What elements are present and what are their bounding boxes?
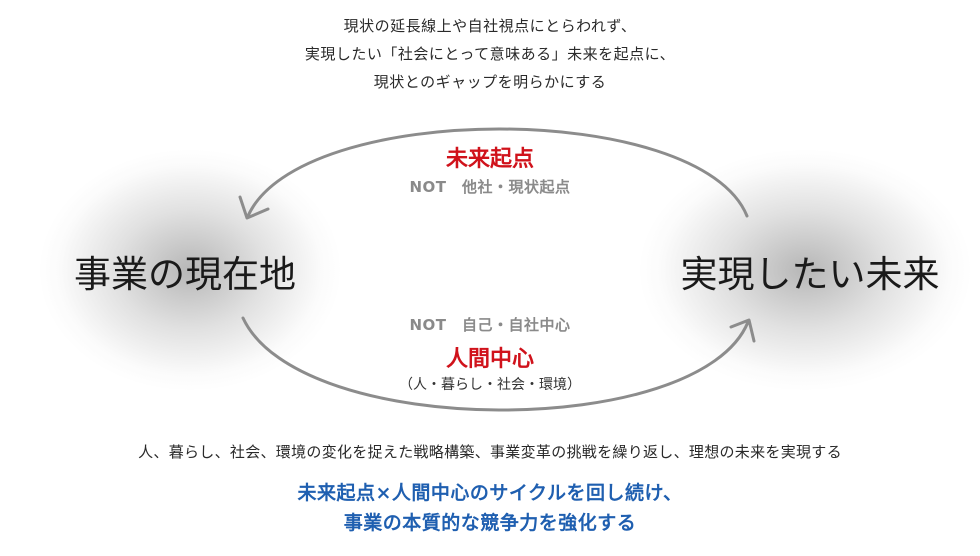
future-origin-not-note: NOT 他社・現状起点 xyxy=(409,178,571,196)
future-vision-glow xyxy=(640,150,970,390)
conclusion: 未来起点×人間中心のサイクルを回し続け、 事業の本質的な競争力を強化する xyxy=(0,478,980,538)
summary-text: 人、暮らし、社会、環境の変化を捉えた戦略構築、事業変革の挑戦を繰り返し、理想の未… xyxy=(138,443,842,461)
future-origin-title: 未来起点 xyxy=(445,147,534,172)
intro-text: 現状の延長線上や自社視点にとらわれず、 実現したい「社会にとって意味ある」未来を… xyxy=(0,12,980,96)
bottom-arc-arrowhead xyxy=(729,318,756,343)
bottom-arc-arrow xyxy=(241,316,750,412)
intro-line-1: 現状の延長線上や自社視点にとらわれず、 xyxy=(343,17,637,35)
conclusion-line-1: 未来起点×人間中心のサイクルを回し続け、 xyxy=(297,482,683,504)
intro-line-3: 現状とのギャップを明らかにする xyxy=(373,73,607,91)
human-centric-not-note: NOT 自己・自社中心 xyxy=(409,316,571,334)
conclusion-line-2: 事業の本質的な競争力を強化する xyxy=(343,512,637,534)
current-position-label: 事業の現在地 xyxy=(74,253,296,296)
human-centric-scope: （人・暮らし・社会・環境） xyxy=(399,377,581,393)
future-vision-label: 実現したい未来 xyxy=(680,253,940,296)
top-arc-arrow xyxy=(246,127,749,218)
top-arc-arrowhead xyxy=(238,195,270,220)
human-centric-title: 人間中心 xyxy=(445,347,534,372)
current-position-glow xyxy=(40,150,340,390)
intro-line-2: 実現したい「社会にとって意味ある」未来を起点に、 xyxy=(304,45,676,63)
